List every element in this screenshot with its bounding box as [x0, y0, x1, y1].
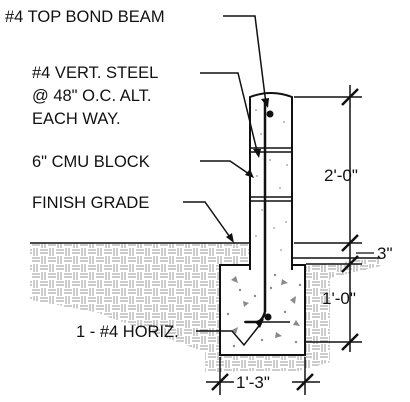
vert-steel-label-line2: @ 48" O.C. ALT. [32, 87, 152, 105]
cmu-wall [249, 92, 293, 270]
concrete-speckle [226, 273, 302, 348]
horiz-bar-label: 1 - #4 HORIZ. [76, 323, 179, 341]
cmu-label: 6" CMU BLOCK [32, 153, 150, 171]
embed-dim: 3" [377, 244, 393, 263]
bond-beam-label: #4 TOP BOND BEAM [5, 8, 165, 26]
callout-text: #4 TOP BOND BEAM #4 VERT. STEEL @ 48" O.… [5, 8, 179, 341]
footing-depth-dim: 1'-0" [322, 289, 356, 308]
wall-height-dim: 2'-0" [324, 166, 358, 185]
leaders [183, 15, 267, 347]
vert-steel-label-line3: EACH WAY. [32, 110, 121, 128]
vertical-dimensions [294, 85, 374, 352]
footing-width-dim: 1'-3" [236, 373, 270, 392]
leader-arrowheads [226, 98, 269, 328]
horiz-bar [264, 313, 272, 321]
footing [219, 264, 306, 356]
bond-beam-bar [266, 110, 274, 118]
finish-grade-label: FINISH GRADE [32, 194, 149, 212]
vert-steel-label-line1: #4 VERT. STEEL [32, 64, 158, 82]
